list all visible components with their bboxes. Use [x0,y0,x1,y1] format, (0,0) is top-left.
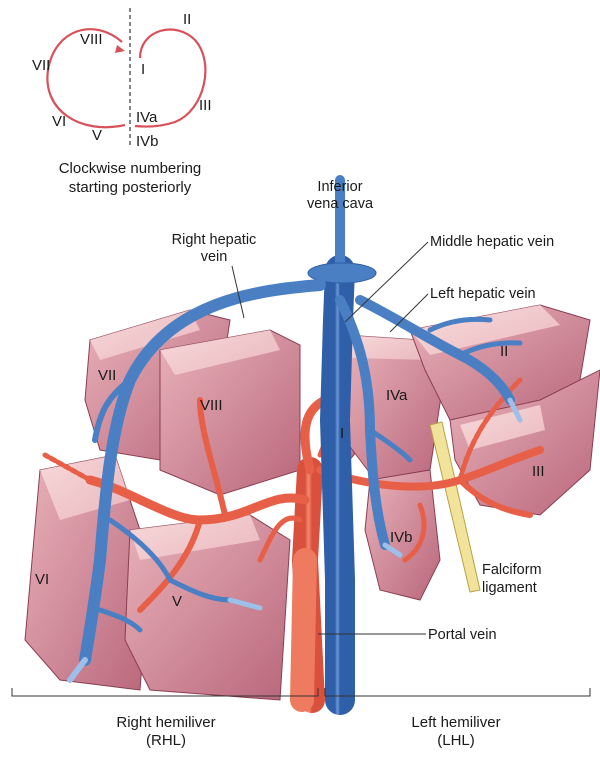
inset-seg-VI: VI [52,113,66,130]
seg-label-IVb: IVb [390,529,413,546]
label-lhl-line1: Left hemiliver [411,714,500,731]
label-falciform-line2: ligament [482,580,537,596]
bracket-lhl [325,688,590,696]
inset-caption-line2: starting posteriorly [69,179,192,196]
seg-label-VIII: VIII [200,397,223,414]
inset-seg-I: I [141,61,145,78]
inset-caption-line1: Clockwise numbering [59,160,202,177]
label-ivc-line1: Inferior [317,179,362,195]
inset-seg-II: II [183,11,191,28]
label-rhv-line2: vein [201,249,228,265]
seg-label-V: V [172,593,182,610]
seg-label-I: I [340,425,344,442]
label-mhv: Middle hepatic vein [430,234,554,250]
seg-label-IVa: IVa [386,387,408,404]
inset-numbering-diagram: II VIII VII I III VI IVa V IVb Clockwise… [32,8,212,196]
label-rhv-line1: Right hepatic [172,232,257,248]
label-lhl-line2: (LHL) [437,732,475,749]
inset-seg-VII: VII [32,57,50,74]
label-lhv: Left hepatic vein [430,286,536,302]
inset-arrow-icon [115,45,125,53]
label-ivc-line2: vena cava [307,196,374,212]
label-falciform-line1: Falciform [482,562,542,578]
seg-label-III: III [532,463,545,480]
inset-seg-IVa: IVa [136,109,158,126]
label-portal: Portal vein [428,627,497,643]
seg-label-VII: VII [98,367,116,384]
inset-seg-V: V [92,127,102,144]
label-rhl-line2: (RHL) [146,732,186,749]
inset-seg-III: III [199,97,212,114]
inset-seg-VIII: VIII [80,31,103,48]
seg-label-VI: VI [35,571,49,588]
label-rhl-line1: Right hemiliver [116,714,215,731]
seg-label-II: II [500,343,508,360]
inset-seg-IVb: IVb [136,133,159,150]
